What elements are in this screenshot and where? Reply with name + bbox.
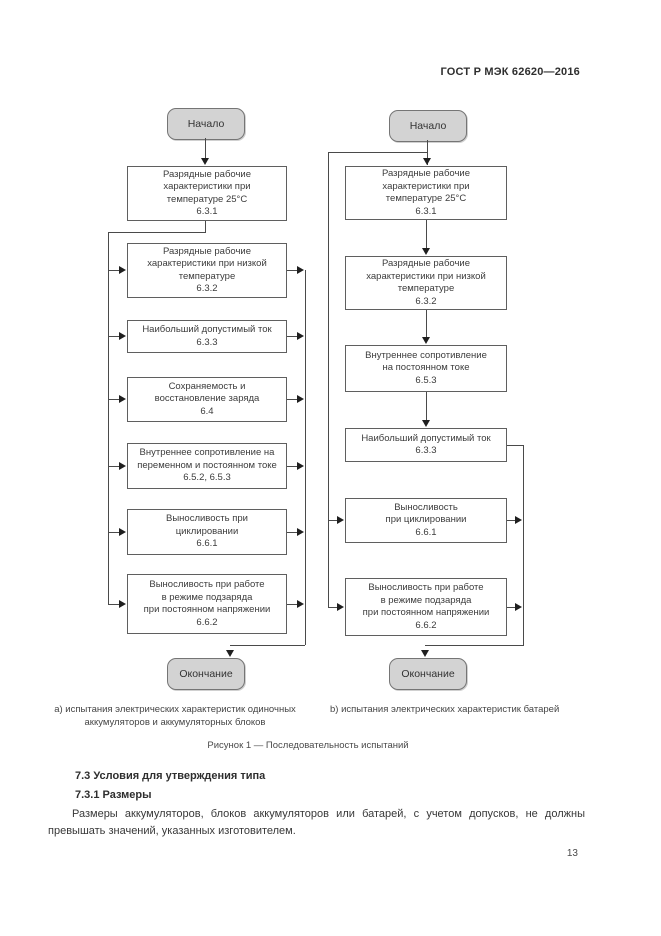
arrowhead-right-icon bbox=[297, 266, 304, 274]
arrowhead-right-icon bbox=[119, 395, 126, 403]
arrowhead-down-icon bbox=[422, 248, 430, 255]
arrowhead-right-icon bbox=[119, 266, 126, 274]
arrowhead-down-icon bbox=[422, 420, 430, 427]
connector-line bbox=[328, 520, 338, 521]
flow-step-a-631: Разрядные рабочие характеристики при тем… bbox=[127, 166, 287, 221]
flowchart-b-start-terminal: Начало bbox=[389, 110, 467, 142]
section-heading-7-3-1: 7.3.1 Размеры bbox=[75, 789, 152, 801]
connector-line bbox=[287, 604, 299, 605]
flow-step-b-633: Наибольший допустимый ток 6.3.3 bbox=[345, 428, 507, 462]
connector-line bbox=[328, 152, 427, 153]
flow-step-a-632: Разрядные рабочие характеристики при низ… bbox=[127, 243, 287, 298]
connector-line bbox=[287, 532, 299, 533]
connector-line bbox=[108, 232, 206, 233]
connector-line bbox=[287, 270, 299, 271]
left-rail-line bbox=[108, 232, 109, 605]
connector-line bbox=[426, 310, 427, 337]
arrowhead-down-icon bbox=[422, 337, 430, 344]
arrowhead-right-icon bbox=[119, 528, 126, 536]
arrowhead-right-icon bbox=[515, 603, 522, 611]
connector-line bbox=[287, 336, 299, 337]
connector-line bbox=[108, 532, 121, 533]
connector-line bbox=[287, 399, 299, 400]
connector-line bbox=[205, 138, 206, 159]
connector-line bbox=[108, 399, 121, 400]
connector-line bbox=[287, 466, 299, 467]
arrowhead-right-icon bbox=[119, 462, 126, 470]
arrowhead-right-icon bbox=[119, 332, 126, 340]
section-heading-7-3: 7.3 Условия для утверждения типа bbox=[75, 770, 266, 782]
flow-step-a-662: Выносливость при работе в режиме подзаря… bbox=[127, 574, 287, 634]
arrowhead-right-icon bbox=[119, 600, 126, 608]
connector-line bbox=[426, 392, 427, 420]
connector-line bbox=[426, 220, 427, 248]
connector-line bbox=[427, 140, 428, 165]
arrowhead-right-icon bbox=[297, 600, 304, 608]
arrowhead-down-icon bbox=[423, 158, 431, 165]
body-paragraph: Размеры аккумуляторов, блоков аккумулято… bbox=[48, 808, 585, 837]
arrowhead-down-icon bbox=[421, 650, 429, 657]
arrowhead-right-icon bbox=[297, 462, 304, 470]
arrowhead-down-icon bbox=[201, 158, 209, 165]
figure-caption-a: a) испытания электрических характеристик… bbox=[54, 704, 296, 728]
right-rail-line bbox=[305, 270, 306, 645]
flow-step-a-661: Выносливость при циклировании 6.6.1 bbox=[127, 509, 287, 555]
arrowhead-right-icon bbox=[515, 516, 522, 524]
arrowhead-right-icon bbox=[337, 603, 344, 611]
left-rail-line bbox=[328, 152, 329, 607]
arrowhead-down-icon bbox=[226, 650, 234, 657]
flowchart-a-start-terminal: Начало bbox=[167, 108, 245, 140]
flow-step-b-661: Выносливость при циклировании 6.6.1 bbox=[345, 498, 507, 543]
figure-caption: Рисунок 1 — Последовательность испытаний bbox=[207, 740, 409, 751]
flow-step-b-632: Разрядные рабочие характеристики при низ… bbox=[345, 256, 507, 310]
flowchart-a-end-terminal: Окончание bbox=[167, 658, 245, 690]
figure-caption-b: b) испытания электрических характеристик… bbox=[330, 704, 560, 715]
arrowhead-right-icon bbox=[297, 528, 304, 536]
flow-step-b-662: Выносливость при работе в режиме подзаря… bbox=[345, 578, 507, 636]
right-rail-line bbox=[523, 445, 524, 645]
connector-line bbox=[328, 607, 338, 608]
page-number: 13 bbox=[566, 848, 578, 859]
flow-step-b-631: Разрядные рабочие характеристики при тем… bbox=[345, 166, 507, 220]
flow-step-b-653: Внутреннее сопротивление на постоянном т… bbox=[345, 345, 507, 392]
connector-line bbox=[108, 466, 121, 467]
arrowhead-right-icon bbox=[337, 516, 344, 524]
connector-line bbox=[230, 645, 305, 646]
connector-line bbox=[108, 270, 121, 271]
arrowhead-right-icon bbox=[297, 332, 304, 340]
connector-line bbox=[205, 221, 206, 233]
flowchart-b-end-terminal: Окончание bbox=[389, 658, 467, 690]
connector-line bbox=[507, 445, 524, 446]
arrowhead-right-icon bbox=[297, 395, 304, 403]
connector-line bbox=[108, 604, 121, 605]
connector-line bbox=[108, 336, 121, 337]
page-header: ГОСТ Р МЭК 62620—2016 bbox=[440, 66, 580, 78]
connector-line bbox=[507, 520, 516, 521]
flow-step-a-64: Сохраняемость и восстановление заряда 6.… bbox=[127, 377, 287, 422]
connector-line bbox=[425, 645, 524, 646]
flow-step-a-633: Наибольший допустимый ток 6.3.3 bbox=[127, 320, 287, 353]
flow-step-a-652-653: Внутреннее сопротивление на переменном и… bbox=[127, 443, 287, 489]
connector-line bbox=[507, 607, 516, 608]
